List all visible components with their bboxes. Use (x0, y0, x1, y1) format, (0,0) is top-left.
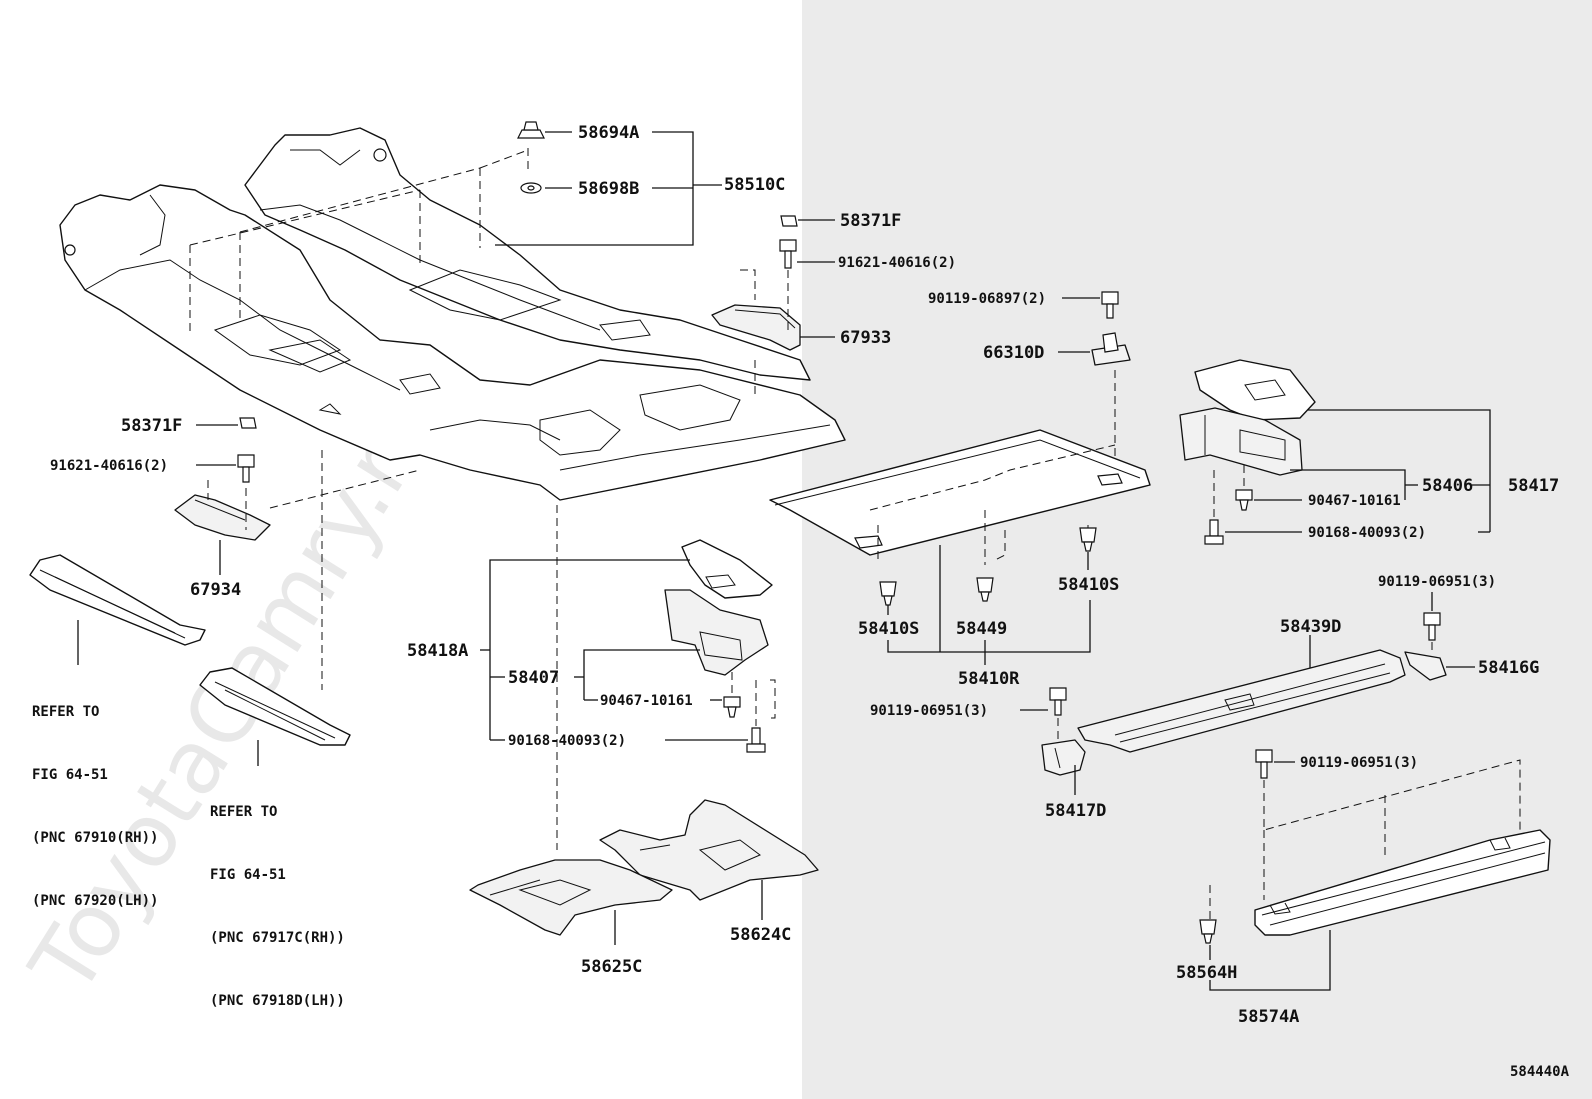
part-label-58625C: 58625C (581, 957, 642, 977)
part-label-58418A: 58418A (407, 641, 468, 661)
bolt-90119-06951-lower (1255, 749, 1273, 779)
part-label-90119-06951-c: 90119-06951(3) (1300, 755, 1418, 771)
reference-note-front-scuff: REFER TO FIG 64-51 (PNC 67910(RH)) (PNC … (32, 660, 158, 933)
bolt-90119-06951-left (1049, 687, 1067, 716)
reference-note-rear-scuff: REFER TO FIG 64-51 (PNC 67917C(RH)) (PNC… (210, 760, 345, 1033)
ref1-line2: FIG 64-51 (32, 767, 108, 783)
bracket-67934 (174, 494, 271, 541)
part-label-58417: 58417 (1508, 476, 1559, 496)
clip-58449 (976, 577, 994, 602)
clip-58410S-right (1079, 527, 1097, 552)
part-label-58624C: 58624C (730, 925, 791, 945)
insulator-58625C (469, 859, 673, 936)
under-panel-58410R (769, 429, 1151, 556)
insulator-58624C (599, 799, 819, 901)
side-cover-58574A (1254, 829, 1551, 936)
part-label-58564H: 58564H (1176, 963, 1237, 983)
part-label-58439D: 58439D (1280, 617, 1341, 637)
ref1-line1: REFER TO (32, 704, 100, 720)
part-label-58449: 58449 (956, 619, 1007, 639)
screw-90168-mid (746, 727, 766, 753)
part-label-90119-06951-b: 90119-06951(3) (870, 703, 988, 719)
carpet-dashed-guides (189, 148, 756, 850)
part-label-58417D: 58417D (1045, 801, 1106, 821)
ref2-line3: (PNC 67917C(RH)) (210, 930, 345, 946)
part-label-58510C: 58510C (724, 175, 785, 195)
part-label-91621-top: 91621-40616(2) (838, 255, 956, 271)
bracket-66310D (1091, 332, 1131, 366)
part-label-90168-right: 90168-40093(2) (1308, 525, 1426, 541)
part-label-58410S-left: 58410S (858, 619, 919, 639)
part-label-58406: 58406 (1422, 476, 1473, 496)
clip-58698B (520, 182, 542, 194)
nut-58371F-left (239, 417, 257, 429)
part-label-58410S-right: 58410S (1058, 575, 1119, 595)
ref2-line4: (PNC 67918D(LH)) (210, 993, 345, 1009)
part-label-91621-left: 91621-40616(2) (50, 458, 168, 474)
part-label-58416G: 58416G (1478, 658, 1539, 678)
clip-90467-right (1235, 489, 1253, 511)
part-label-90119-06951-a: 90119-06951(3) (1378, 574, 1496, 590)
bolt-90119-06897 (1101, 291, 1119, 319)
right-background-panel (802, 0, 1592, 1099)
part-label-90467-mid: 90467-10161 (600, 693, 693, 709)
part-label-58371F-left: 58371F (121, 416, 182, 436)
panel-58417 (1194, 359, 1316, 421)
part-label-67934: 67934 (190, 580, 241, 600)
ref1-line4: (PNC 67920(LH)) (32, 893, 159, 909)
bracket-58416G (1404, 651, 1447, 681)
part-label-58694A: 58694A (578, 123, 639, 143)
part-label-58407: 58407 (508, 668, 559, 688)
floor-carpet-assembly (59, 127, 846, 501)
part-label-58410R: 58410R (958, 669, 1020, 689)
part-label-66310D: 66310D (983, 343, 1044, 363)
part-label-58574A: 58574A (1238, 1007, 1299, 1027)
panel-58418A (681, 539, 773, 599)
bolt-91621-left (237, 454, 255, 483)
clip-58410S-left (879, 581, 897, 606)
clip-58564H (1199, 919, 1217, 944)
part-label-58371F-top: 58371F (840, 211, 901, 231)
bracket-58417D (1041, 739, 1086, 776)
bolt-90119-06951-upper (1423, 612, 1441, 641)
clip-58694A (517, 121, 545, 139)
part-label-90168-mid: 90168-40093(2) (508, 733, 626, 749)
bracket-58407 (664, 589, 769, 676)
figure-code: 584440A (1510, 1064, 1570, 1080)
bolt-91621-top (779, 239, 797, 269)
bracket-67933 (711, 304, 801, 351)
reinforcement-58439D (1077, 649, 1406, 753)
part-label-67933: 67933 (840, 328, 891, 348)
part-label-90119-06897: 90119-06897(2) (928, 291, 1046, 307)
bracket-58406 (1179, 407, 1303, 476)
ref1-line3: (PNC 67910(RH)) (32, 830, 159, 846)
scuff-plate-rear (199, 667, 351, 746)
screw-90168-right (1204, 519, 1224, 545)
part-label-90467-right: 90467-10161 (1308, 493, 1401, 509)
ref2-line1: REFER TO (210, 804, 278, 820)
part-label-58698B: 58698B (578, 179, 639, 199)
scuff-plate-front (29, 554, 206, 646)
ref2-line2: FIG 64-51 (210, 867, 286, 883)
nut-58371F-top (780, 215, 798, 227)
clip-90467-mid (723, 696, 741, 718)
